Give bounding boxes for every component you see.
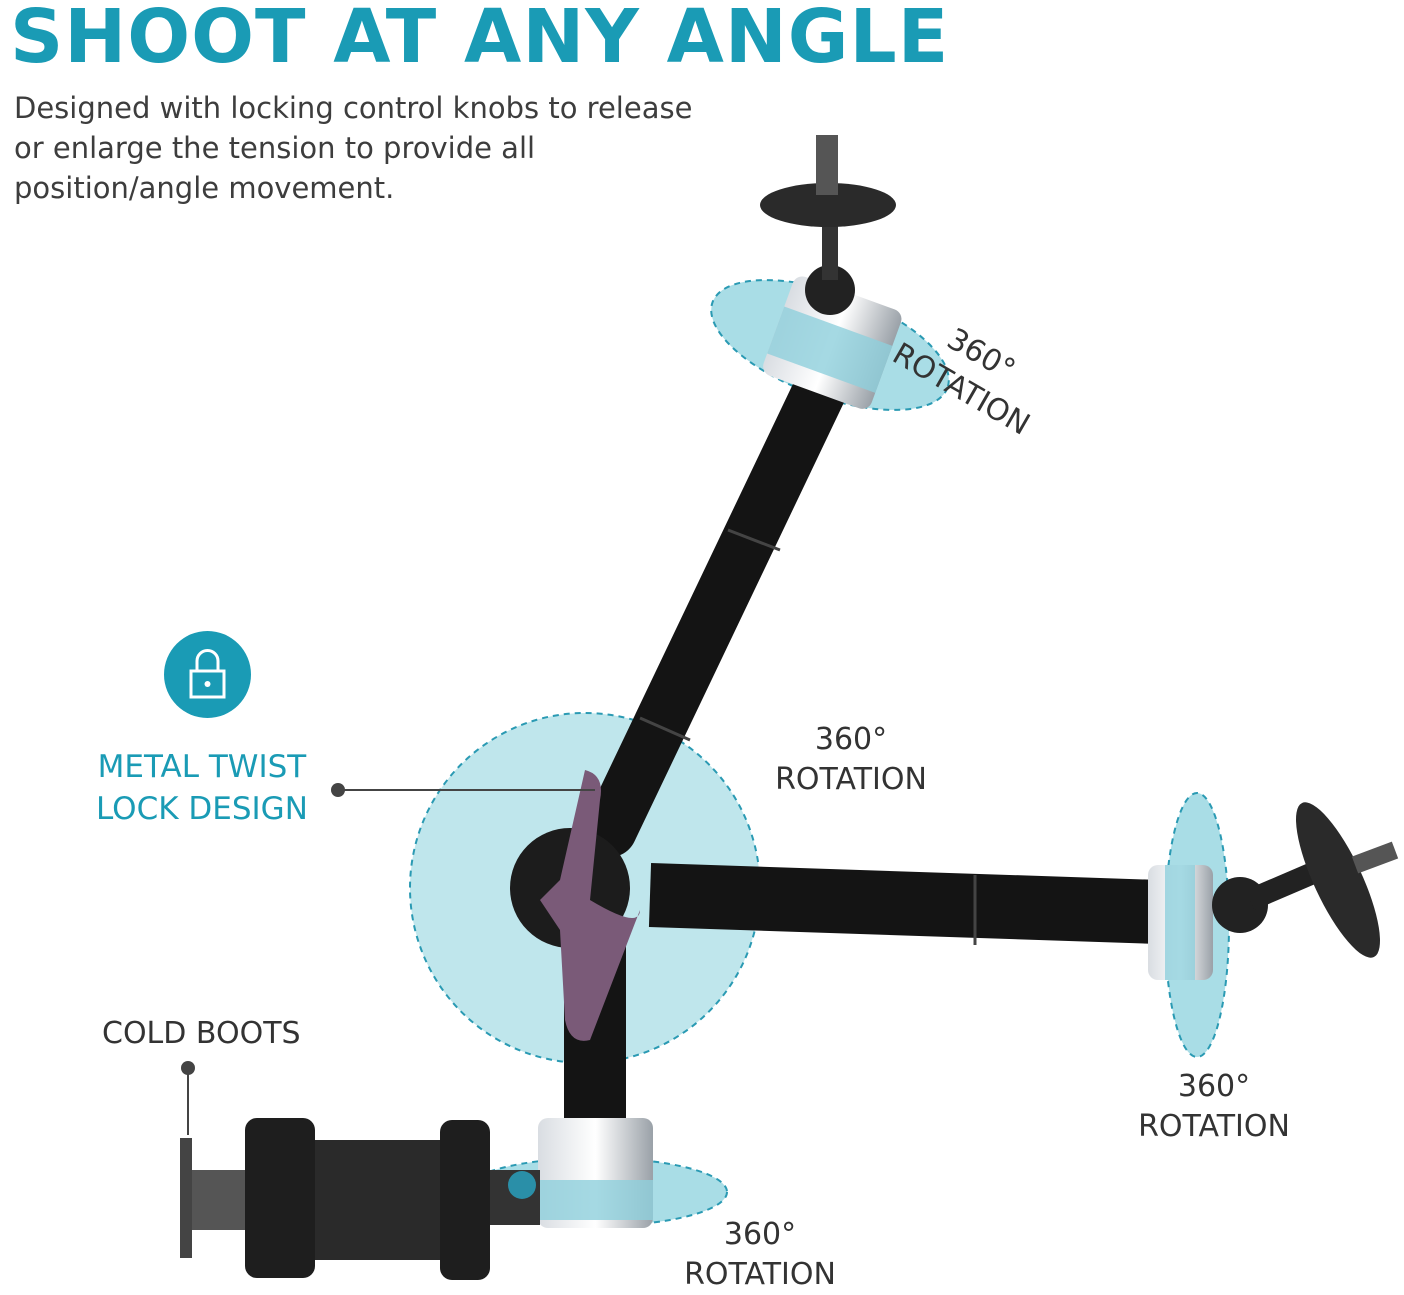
lock-icon [164,631,251,718]
rotation-text: ROTATION [1138,1109,1290,1144]
description-line: position/angle movement. [14,171,395,205]
description-line: or enlarge the tension to provide all [14,131,536,165]
rotation-degrees: 360° [814,722,888,757]
rotation-degrees: 360° [723,1217,797,1252]
twist-lock-handle [540,770,640,1041]
description-line: Designed with locking control knobs to r… [14,91,693,125]
description: Designed with locking control knobs to r… [14,88,692,208]
cold-boots-label: COLD BOOTS [102,1016,301,1051]
right-arm [648,863,1162,944]
rotation-text: ROTATION [684,1257,836,1292]
center-rotation-label: 360° ROTATION [767,720,935,800]
rotation-degrees: 360° [1177,1069,1251,1104]
page-title: SHOOT AT ANY ANGLE [10,0,950,80]
right-mount-knob [1296,802,1380,958]
cold-shoe-mount [180,1118,540,1280]
right-rotation-label: 360° ROTATION [1130,1067,1298,1147]
feature-line: LOCK DESIGN [96,791,308,827]
top-mount-knob [760,183,896,227]
bottom-rotation-label: 360° ROTATION [676,1215,844,1295]
upper-arm [583,363,847,857]
metal-twist-lock-label: METAL TWIST LOCK DESIGN [96,746,308,830]
feature-line: METAL TWIST [97,749,307,785]
rotation-text: ROTATION [775,762,927,797]
